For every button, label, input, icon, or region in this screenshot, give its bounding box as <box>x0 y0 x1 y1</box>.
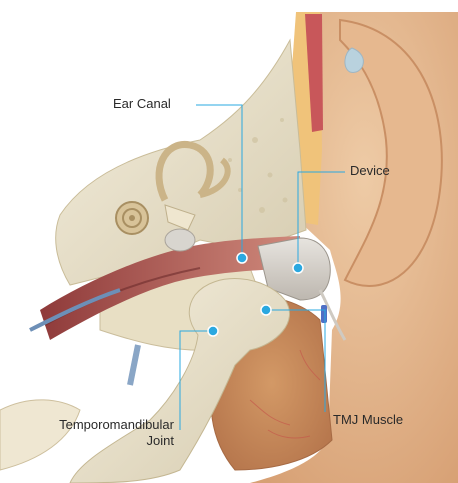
device-tip <box>321 305 327 323</box>
blue-nerve-2 <box>127 344 141 386</box>
pinna-inner <box>344 47 364 73</box>
leader-device <box>297 171 345 268</box>
leader-ear-canal <box>196 104 243 258</box>
dot-tmj-muscle <box>260 304 272 316</box>
blue-nerve <box>29 288 121 332</box>
leader-tmj-joint <box>179 330 213 430</box>
jaw-bone-left <box>0 399 81 471</box>
leader-lines <box>179 104 345 430</box>
label-tmj-joint-line1: Temporomandibular <box>59 417 174 432</box>
leader-tmj-muscle <box>266 309 326 412</box>
inner-ear <box>115 141 231 252</box>
label-temporomandibular-joint: Temporomandibular Joint <box>18 417 174 449</box>
skin-band-red <box>305 14 323 132</box>
label-device: Device <box>350 163 390 178</box>
eardrum <box>164 228 196 252</box>
dot-ear-canal <box>236 252 248 264</box>
label-tmj-joint-line2: Joint <box>146 433 174 448</box>
leader-dots <box>207 252 304 337</box>
ear-canal <box>40 236 300 340</box>
blood-vessels <box>249 349 321 439</box>
semicircular-canal-2 <box>199 157 231 198</box>
label-tmj-muscle: TMJ Muscle <box>333 412 404 427</box>
label-ear-canal: Ear Canal <box>113 96 171 111</box>
mandible-condyle <box>69 278 291 483</box>
dot-device <box>292 262 304 274</box>
bone-texture <box>228 118 288 213</box>
pinna-fold <box>339 18 443 287</box>
dot-tmj-joint <box>207 325 219 337</box>
ossicles <box>164 204 196 231</box>
device-wire <box>318 289 347 341</box>
semicircular-canal-1 <box>155 141 214 202</box>
